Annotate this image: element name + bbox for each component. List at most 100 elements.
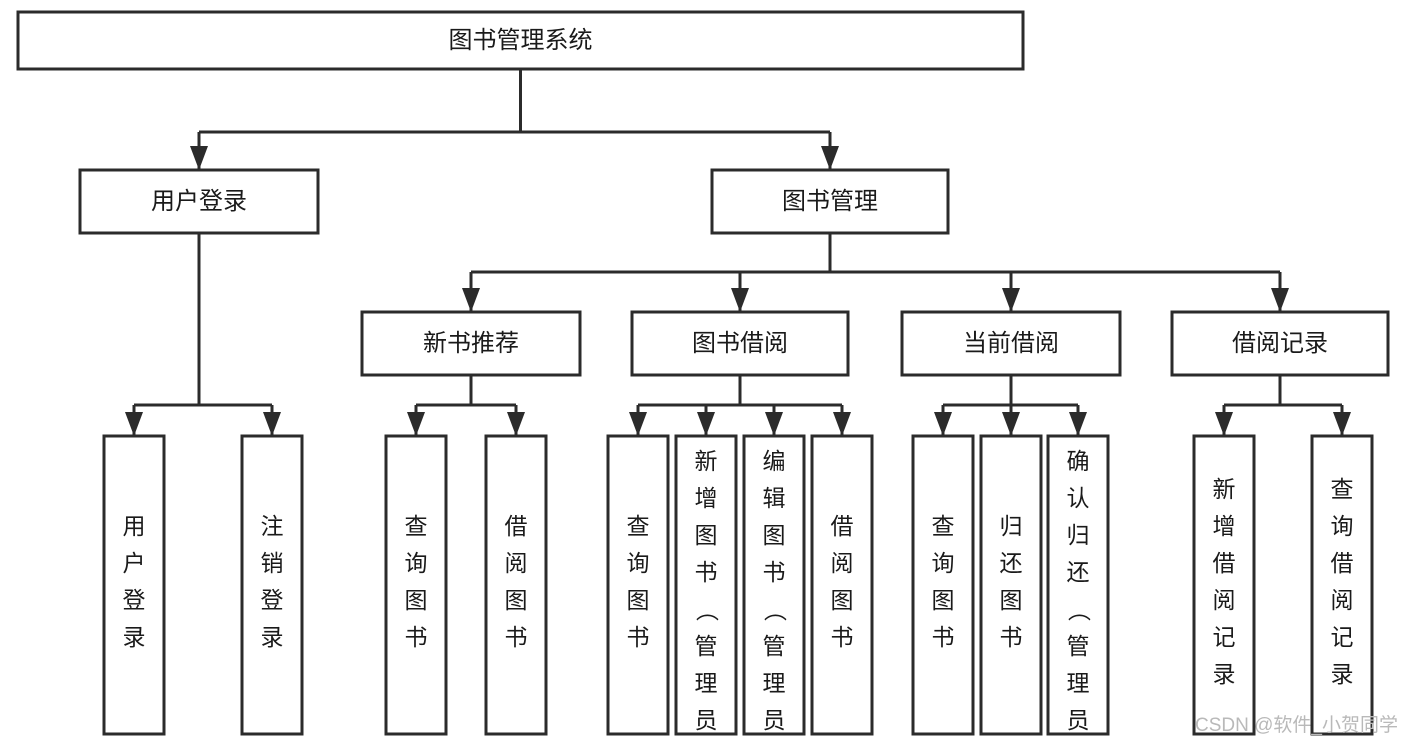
node-label-char: 借 <box>1331 550 1354 576</box>
node-box-edit-book-admin <box>742 434 806 736</box>
node-label-char: 图 <box>932 587 955 613</box>
node-label-char: 询 <box>627 550 650 576</box>
node-label-char: 书 <box>627 624 650 650</box>
arrow-head-icon <box>1002 288 1020 312</box>
arrow-head-icon <box>821 146 839 170</box>
node-label-char: 录 <box>123 624 146 650</box>
arrow-head-icon <box>1069 412 1087 436</box>
node-current-borrow-6[interactable]: 当前借阅 <box>900 310 1122 377</box>
node-label-char: 借 <box>1213 550 1236 576</box>
node-label-char: 书 <box>505 624 528 650</box>
node-box-book-management <box>710 168 950 235</box>
node-label: 新书推荐 <box>423 330 519 357</box>
node-label-char: 借 <box>831 513 854 539</box>
node-box-library-management-system <box>16 10 1025 71</box>
node-label-char: 用 <box>123 513 146 539</box>
arrow-head-icon <box>765 412 783 436</box>
node-label-char: 阅 <box>831 550 854 576</box>
arrow-head-icon <box>190 146 208 170</box>
arrow-head-icon <box>731 288 749 312</box>
node-label-char: 图 <box>695 522 718 548</box>
node-borrow-record-7[interactable]: 借阅记录 <box>1170 310 1390 377</box>
node-label-char: 书 <box>932 624 955 650</box>
node-label-char: 查 <box>932 513 955 539</box>
node-box-confirm-return-admin <box>1046 434 1110 736</box>
node-label-char: 编 <box>763 448 786 474</box>
node-label-char: 管 <box>763 633 786 659</box>
node-label-char: 借 <box>505 513 528 539</box>
node-book-management-3[interactable]: 图书管理 <box>710 168 950 235</box>
node-label-char: 记 <box>1213 624 1236 650</box>
node-label-char: 记 <box>1331 624 1354 650</box>
node-library-management-system-1[interactable]: 图书管理系统 <box>16 10 1025 71</box>
node-label-char: 询 <box>405 550 428 576</box>
node-label-char: 查 <box>405 513 428 539</box>
node-label-char: 登 <box>123 587 146 613</box>
node-box-add-borrow-record <box>1192 434 1256 736</box>
node-label-char: 图 <box>1000 587 1023 613</box>
arrow-head-icon <box>697 412 715 436</box>
node-label: 用户登录 <box>151 188 247 215</box>
node-user-login-2[interactable]: 用户登录 <box>78 168 320 235</box>
node-box-user-login <box>102 434 166 736</box>
node-label-char: 查 <box>627 513 650 539</box>
node-label-char: 图 <box>831 587 854 613</box>
node-label-char: 增 <box>695 485 718 511</box>
node-box-add-book-admin <box>674 434 738 736</box>
arrow-head-icon <box>833 412 851 436</box>
node-label-char: 理 <box>1067 670 1090 696</box>
node-label-char: 图 <box>627 587 650 613</box>
csdn-watermark: CSDN @软件_小贺同学 <box>1195 714 1398 736</box>
node-new-book-recommend-4[interactable]: 新书推荐 <box>360 310 582 377</box>
node-label-char: 销 <box>261 550 284 576</box>
node-box-new-book-recommend <box>360 310 582 377</box>
node-label: 图书借阅 <box>692 330 788 357</box>
node-box-borrow-book <box>484 434 548 736</box>
arrow-head-icon <box>507 412 525 436</box>
node-label-char: 理 <box>695 670 718 696</box>
node-label-char: 归 <box>1067 522 1090 548</box>
node-label-char: 书 <box>695 559 718 585</box>
arrow-head-icon <box>1215 412 1233 436</box>
node-label-char: 图 <box>505 587 528 613</box>
node-label-char: 图 <box>405 587 428 613</box>
node-label-char: 录 <box>261 624 284 650</box>
node-label-char: 查 <box>1331 476 1354 502</box>
arrow-head-icon <box>629 412 647 436</box>
node-label-char: 询 <box>932 550 955 576</box>
node-label-char: 注 <box>261 513 284 539</box>
arrow-head-icon <box>1333 412 1351 436</box>
node-label-char: 确 <box>1067 448 1090 474</box>
node-user-login-8[interactable]: 用户登录 <box>102 434 166 736</box>
arrow-head-icon <box>407 412 425 436</box>
node-label-char: 户 <box>123 550 146 576</box>
node-book-borrow-5[interactable]: 图书借阅 <box>630 310 850 377</box>
node-label-char: 阅 <box>1213 587 1236 613</box>
node-label-char: （ <box>1066 599 1092 622</box>
node-label-char: 员 <box>695 707 718 733</box>
node-label-char: 管 <box>1067 633 1090 659</box>
node-label-char: 图 <box>763 522 786 548</box>
node-label-char: 阅 <box>1331 587 1354 613</box>
node-label-char: 登 <box>261 587 284 613</box>
node-label-char: 阅 <box>505 550 528 576</box>
node-label-char: 归 <box>1000 513 1023 539</box>
node-label-char: 辑 <box>763 485 786 511</box>
node-label-char: 询 <box>1331 513 1354 539</box>
node-label-char: 管 <box>695 633 718 659</box>
node-label-char: 员 <box>1067 707 1090 733</box>
node-label: 借阅记录 <box>1232 330 1328 357</box>
node-label-char: 书 <box>1000 624 1023 650</box>
